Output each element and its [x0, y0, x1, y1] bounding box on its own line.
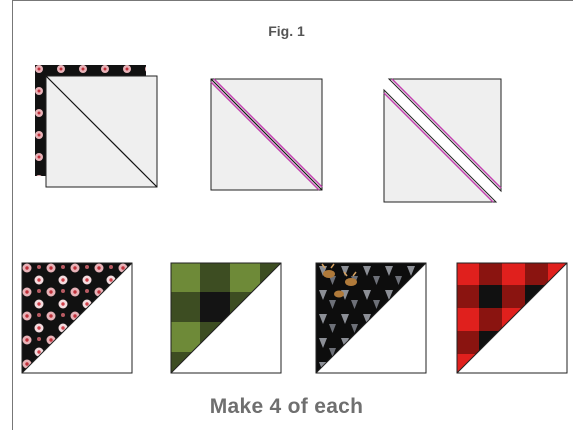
stitch-line-upper [213, 78, 323, 188]
hst-green-plaid [170, 262, 282, 374]
figure-frame [12, 0, 573, 430]
lower-triangle [383, 88, 498, 203]
hst-red-plaid [456, 262, 568, 374]
hst-peppermint [21, 262, 133, 374]
instruction-caption: Make 4 of each [209, 395, 364, 418]
figure-title: Fig. 1 [268, 23, 305, 39]
cut-apart-step [383, 78, 502, 203]
center-line [210, 78, 323, 191]
hst-reindeer [315, 262, 427, 374]
upper-triangle [387, 78, 502, 193]
reindeer-motifs [321, 263, 357, 298]
layered-squares-step [35, 65, 158, 188]
diagonal-line [45, 75, 158, 188]
stitch-line-lower [210, 81, 320, 191]
stitch-lines-step [210, 78, 323, 191]
